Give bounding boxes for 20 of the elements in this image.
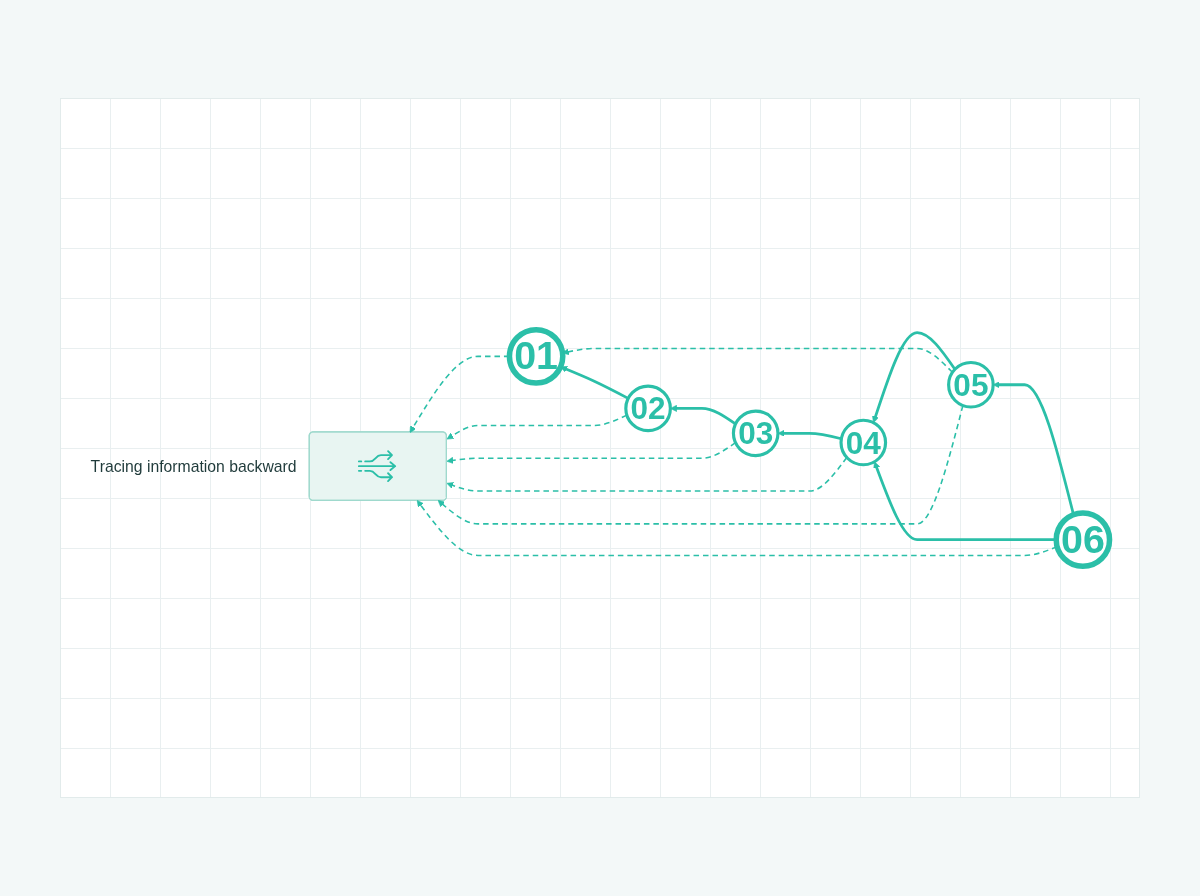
dashed-arrow — [446, 441, 737, 464]
arrow — [560, 366, 629, 400]
step-circle: 03 — [731, 409, 780, 458]
dashed-arrow — [446, 414, 628, 440]
step-circle: 01 — [506, 326, 566, 386]
arrow — [670, 404, 737, 426]
step-circle: 05 — [947, 360, 995, 409]
step-circle: 04 — [839, 418, 888, 467]
dashed-arrow — [562, 347, 954, 374]
arrow — [777, 429, 842, 441]
arrow — [992, 381, 1075, 516]
step-circle: 06 — [1053, 510, 1113, 570]
arrow — [873, 461, 1057, 542]
arrow — [872, 331, 957, 423]
dashed-arrow — [416, 500, 1058, 557]
process-box — [308, 431, 447, 501]
step-circle: 02 — [624, 384, 672, 433]
dashed-arrow — [437, 404, 964, 525]
caption-text: Tracing information backward — [90, 457, 297, 475]
dashed-arrow — [446, 456, 848, 492]
